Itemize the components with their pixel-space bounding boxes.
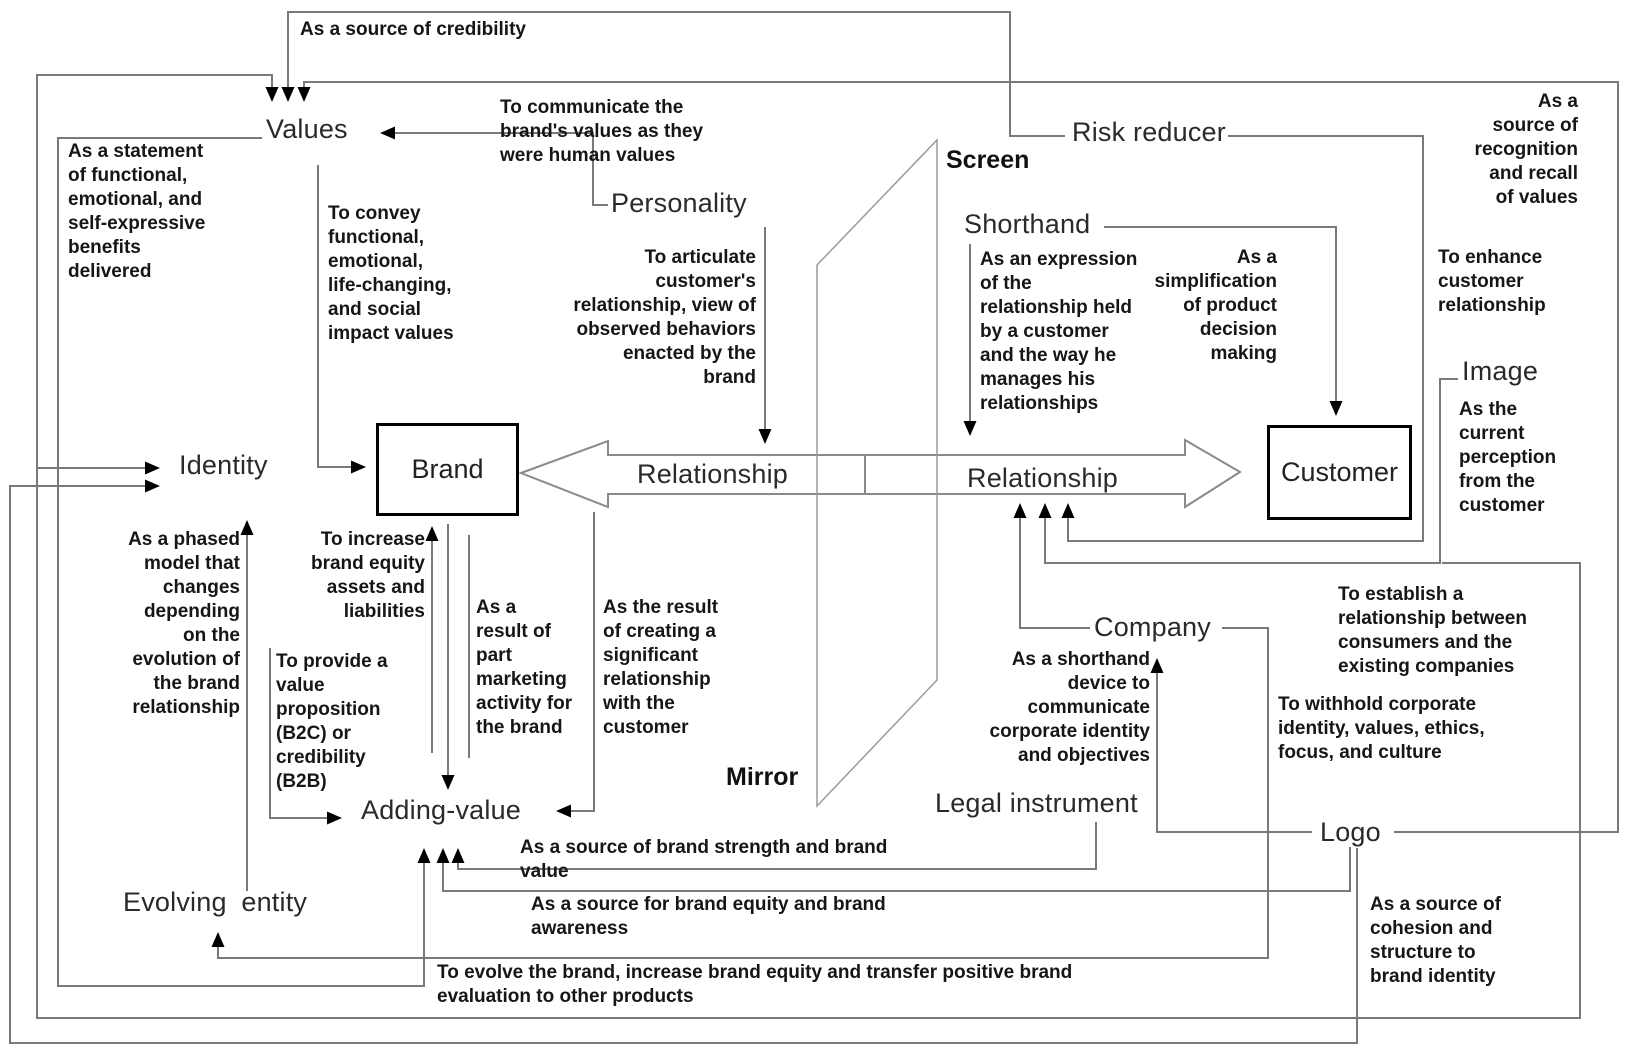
node-evolving-entity: Evolving entity [123, 887, 308, 917]
annotation-simplification: As a simplification of product decision … [1154, 247, 1277, 364]
annotation-recognition: As a source of recognition and recall of… [1474, 91, 1578, 208]
node-personality: Personality [611, 188, 747, 218]
mirror-pane [816, 138, 938, 808]
node-legal-instrument: Legal instrument [935, 788, 1138, 818]
annotation-perception: As the current perception from the custo… [1459, 399, 1557, 516]
annotation-cohesion: As a source of cohesion and structure to… [1370, 894, 1501, 987]
screen-label: Screen [946, 146, 1030, 174]
annotation-shorthand-device: As a shorthand device to communicate cor… [989, 649, 1150, 766]
annotation-statement: As a statement of functional, emotional,… [68, 141, 206, 282]
annotation-provide: To provide a value proposition (B2C) or … [276, 651, 388, 792]
annotation-result-marketing: As a result of part marketing activity f… [476, 597, 573, 738]
node-shorthand: Shorthand [964, 209, 1091, 239]
node-risk-reducer: Risk reducer [1072, 117, 1226, 147]
annotation-enhance: To enhance customer relationship [1438, 247, 1546, 316]
customer-box: Customer [1267, 425, 1412, 520]
annotation-strength: As a source of brand strength and brand … [520, 837, 888, 882]
annotation-result-creating: As the result of creating a significant … [603, 597, 719, 738]
annotation-equity-awareness: As a source for brand equity and brand a… [531, 894, 886, 939]
brand-box: Brand [376, 423, 519, 516]
mirror-label: Mirror [726, 763, 799, 791]
annotation-establish: To establish a relationship between cons… [1338, 584, 1527, 677]
annotation-communicate: To communicate the brand's values as the… [500, 97, 704, 166]
annotation-phased: As a phased model that changes depending… [128, 529, 240, 718]
annotation-increase: To increase brand equity assets and liab… [310, 529, 425, 622]
annotation-convey: To convey functional, emotional, life-ch… [328, 203, 454, 344]
node-adding-value: Adding-value [361, 795, 522, 825]
node-relationship-right: Relationship [967, 463, 1118, 493]
annotation-articulate: To articulate customer's relationship, v… [573, 247, 756, 388]
node-identity: Identity [179, 450, 268, 480]
node-company: Company [1094, 612, 1211, 642]
node-relationship-left: Relationship [637, 459, 788, 489]
relationship-arrow-right [864, 438, 1242, 509]
annotation-withhold: To withhold corporate identity, values, … [1278, 694, 1485, 763]
node-logo: Logo [1320, 817, 1381, 847]
annotation-credibility: As a source of credibility [300, 19, 526, 40]
annotation-evolve: To evolve the brand, increase brand equi… [437, 962, 1073, 1007]
node-values: Values [266, 114, 348, 144]
node-image: Image [1462, 356, 1539, 386]
annotation-expression: As an expression of the relationship hel… [980, 249, 1138, 414]
